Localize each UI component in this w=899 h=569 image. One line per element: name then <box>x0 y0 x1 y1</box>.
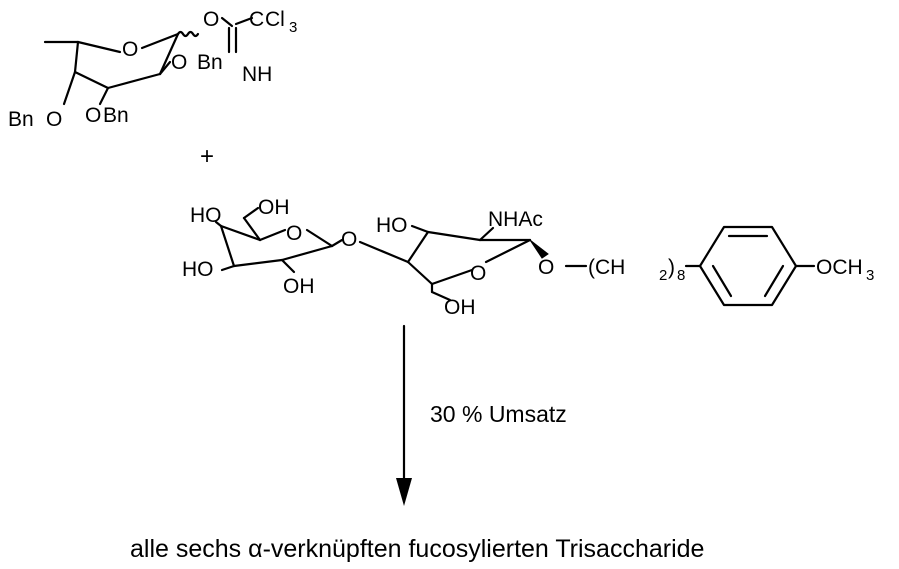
gal-c5-ring-o-bond <box>258 228 287 242</box>
reaction-conditions: 30 % Umsatz <box>430 401 567 427</box>
gal-c3-oh-bond <box>220 264 236 272</box>
glc-c3-c2-bond <box>406 260 434 286</box>
reaction-arrow <box>396 324 412 506</box>
gal-c4-c5-bond <box>219 224 262 242</box>
link-o-glc-c3-bond <box>358 240 410 264</box>
glc-nhac-label: NHAc <box>488 208 543 231</box>
donor-c5-ring-o-bond <box>76 40 122 54</box>
donor-nh-label: NH <box>242 63 272 86</box>
gal-oh6-label: OH <box>258 196 290 219</box>
glc-c3-c4-bond <box>406 230 430 264</box>
chain-n-subscript: 8 <box>677 267 685 284</box>
link-o-label: O <box>341 228 357 251</box>
phenyl-ring <box>698 225 798 307</box>
donor-ring-o-label: O <box>122 38 138 61</box>
donor-c2-c1-bond <box>158 32 180 76</box>
donor-c5-c4-bond <box>73 40 80 74</box>
gal-c1-link-o-bond <box>330 238 344 248</box>
donor-o3-label: O <box>85 104 101 127</box>
donor-anomeric-o-label: O <box>203 8 219 31</box>
glc-c4-c5-bond <box>426 230 482 242</box>
donor-bn3-label: Bn <box>103 104 129 127</box>
donor-structure: O O C Cl 3 NH O Bn O Bn Bn O <box>8 8 297 131</box>
glc-c4-oh-bond <box>410 224 430 234</box>
donor-o-c-bond <box>220 16 234 28</box>
donor-anomeric-wavy-bond <box>176 30 200 38</box>
gal-c2-c1-bond <box>280 244 334 262</box>
gal-ho3-label: HO <box>182 258 214 281</box>
donor-imidate-c-label: C <box>249 8 264 31</box>
donor-c3-c2-bond <box>106 72 162 90</box>
donor-c-ccl3-bond <box>234 16 254 26</box>
glc-c6-oh-bond <box>430 290 452 302</box>
plus-sign: + <box>200 143 214 170</box>
gal-c6-oh-bond <box>242 206 260 220</box>
gal-oh2-label: OH <box>283 275 315 298</box>
gal-c3-c2-bond <box>232 258 284 268</box>
phenyl-double-bond-right <box>763 264 785 298</box>
glc-c5-nhac-bond <box>478 226 495 242</box>
glc-oh6-label: OH <box>444 296 476 319</box>
aglycon-o-label: O <box>538 256 554 279</box>
donor-cl-label: Cl <box>265 8 285 31</box>
donor-o2-label: O <box>171 51 187 74</box>
donor-cl-subscript: 3 <box>289 19 297 36</box>
gal-ho4-label: HO <box>190 204 222 227</box>
donor-c2-o2-bond <box>158 60 172 76</box>
chain-open-label: (CH <box>588 256 625 279</box>
gal-c4-c3-bond <box>219 224 236 268</box>
donor-c4-o4-bond <box>62 70 77 106</box>
donor-c3-o3-bond <box>98 86 110 106</box>
product-caption: alle sechs α-verknüpften fucosylierten T… <box>130 535 704 563</box>
gal-c2-oh-bond <box>280 258 296 274</box>
chain-close-label: ) <box>668 256 675 279</box>
reaction-arrowhead <box>396 478 412 506</box>
glc-ring-o-label: O <box>470 262 486 285</box>
glc-ho4-label: HO <box>376 214 408 237</box>
donor-ring-o-c1-bond <box>140 32 180 50</box>
chain-ch2-subscript: 2 <box>659 267 667 284</box>
donor-bn4-label: Bn <box>8 108 34 131</box>
glc-c2-ring-o-bond <box>430 268 474 286</box>
gal-ring-o-label: O <box>286 222 302 245</box>
donor-c4-c3-bond <box>73 70 110 90</box>
gal-c5-c6-bond <box>242 216 262 242</box>
gal-ring-o-c1-bond <box>305 228 334 248</box>
donor-bn2-label: Bn <box>197 51 223 74</box>
glc-ring-o-c1-bond <box>484 238 532 264</box>
acceptor-structure: HO OH O HO OH O HO NHAc O OH O (CH 2 ) 8… <box>182 196 874 319</box>
och3-subscript: 3 <box>866 267 874 284</box>
glc-anomeric-wedge-bond <box>529 239 549 259</box>
och3-label: OCH <box>816 256 863 279</box>
phenyl-double-bond-left <box>711 264 733 298</box>
donor-o4-label: O <box>46 108 62 131</box>
gal-c4-oh-bond <box>214 220 223 228</box>
